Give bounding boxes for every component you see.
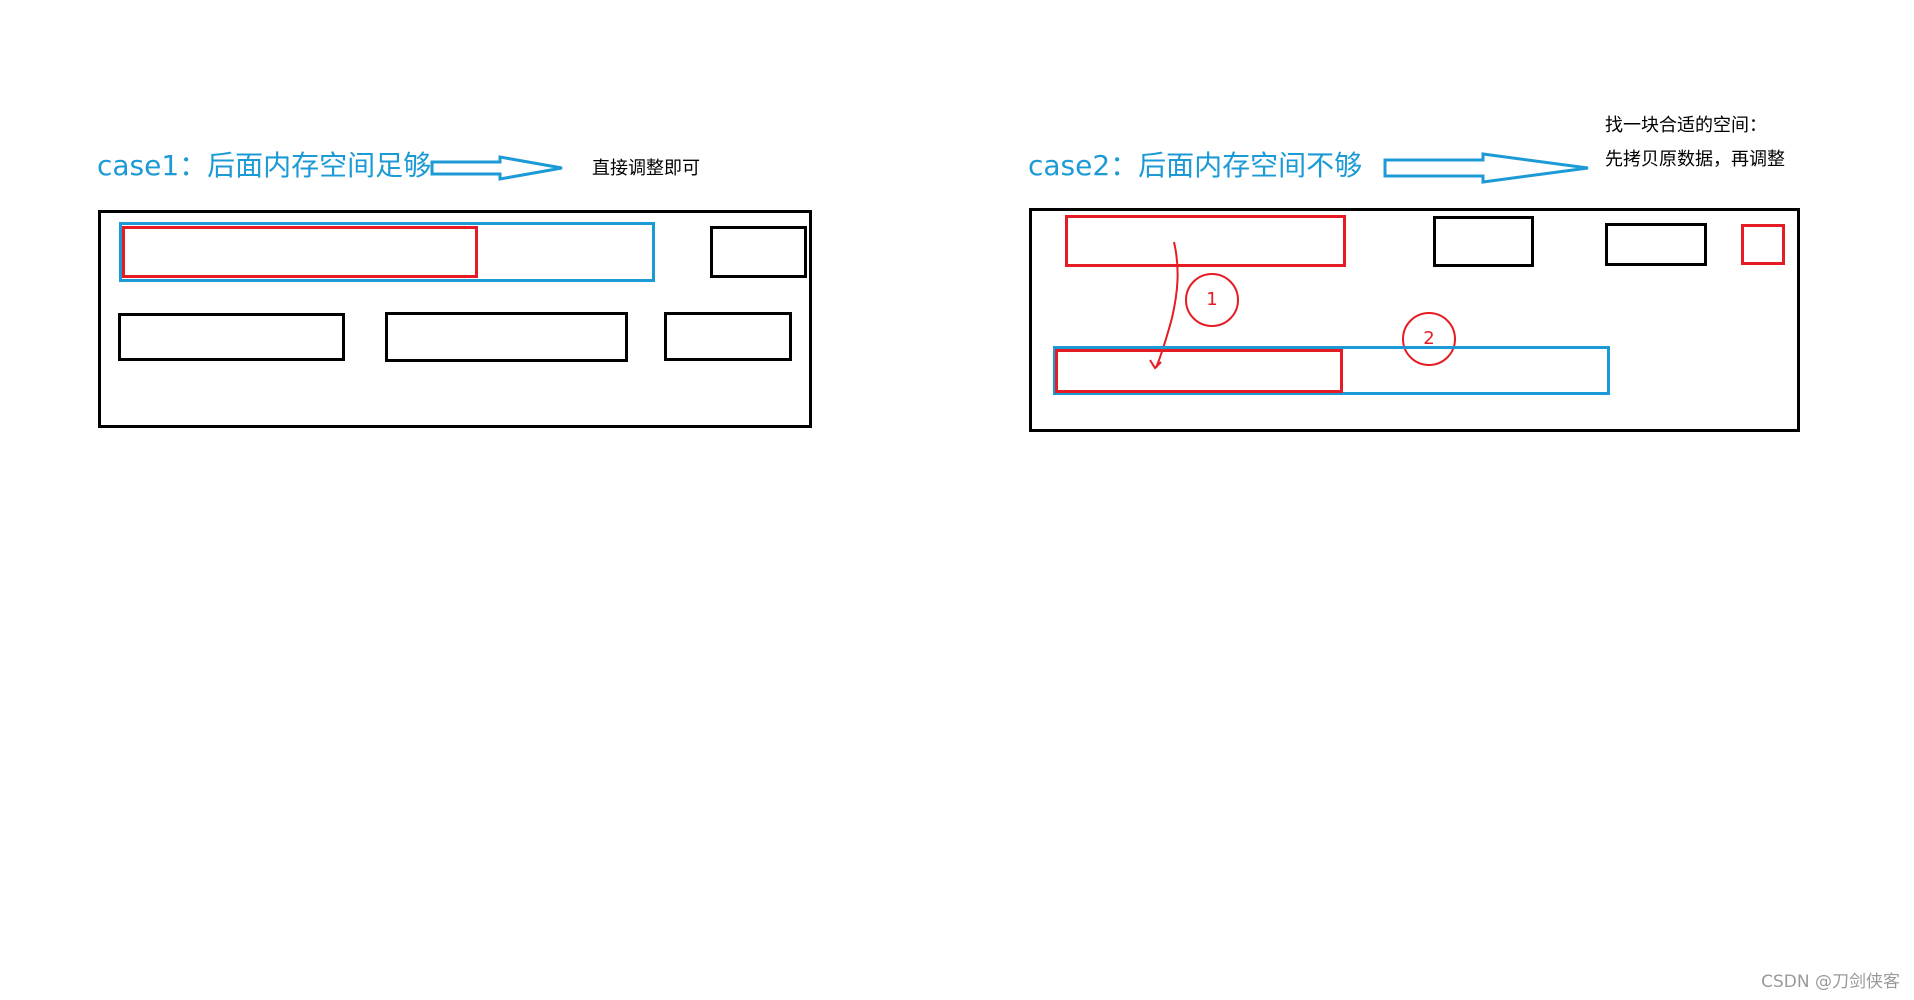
case1-used-block [664, 312, 792, 361]
case1-used-block [710, 226, 807, 278]
step2-circle-icon [1402, 312, 1456, 366]
copy-path-line [1155, 241, 1179, 369]
case2-used-block [1433, 216, 1534, 267]
case1-title: case1：后面内存空间足够 [97, 149, 432, 182]
case2-arrow-icon [1383, 152, 1589, 184]
case1-original-block [122, 226, 478, 278]
case2-copied-data-block [1055, 349, 1343, 393]
case2-note-line2: 先拷贝原数据，再调整 [1605, 149, 1785, 170]
case2-used-block [1605, 223, 1707, 266]
step1-label: 1 [1206, 289, 1218, 310]
case2-memory-frame [1029, 208, 1800, 432]
copy-path-arrowhead-icon [1149, 359, 1162, 370]
case1-arrow-icon [430, 155, 563, 181]
case1-used-block [385, 312, 628, 362]
watermark: CSDN @刀剑侠客 [1761, 972, 1900, 992]
case2-small-red-block [1741, 224, 1785, 265]
case2-new-space-block [1053, 346, 1610, 395]
case1-used-block [118, 313, 345, 361]
case2-original-block [1065, 215, 1346, 267]
step2-label: 2 [1423, 328, 1435, 349]
step1-circle-icon [1185, 273, 1239, 327]
case2-note-line1: 找一块合适的空间： [1605, 115, 1767, 136]
case2-title: case2：后面内存空间不够 [1028, 149, 1363, 182]
case1-note: 直接调整即可 [592, 158, 700, 179]
case1-expanded-block [119, 222, 655, 282]
case1-memory-frame [98, 210, 812, 428]
